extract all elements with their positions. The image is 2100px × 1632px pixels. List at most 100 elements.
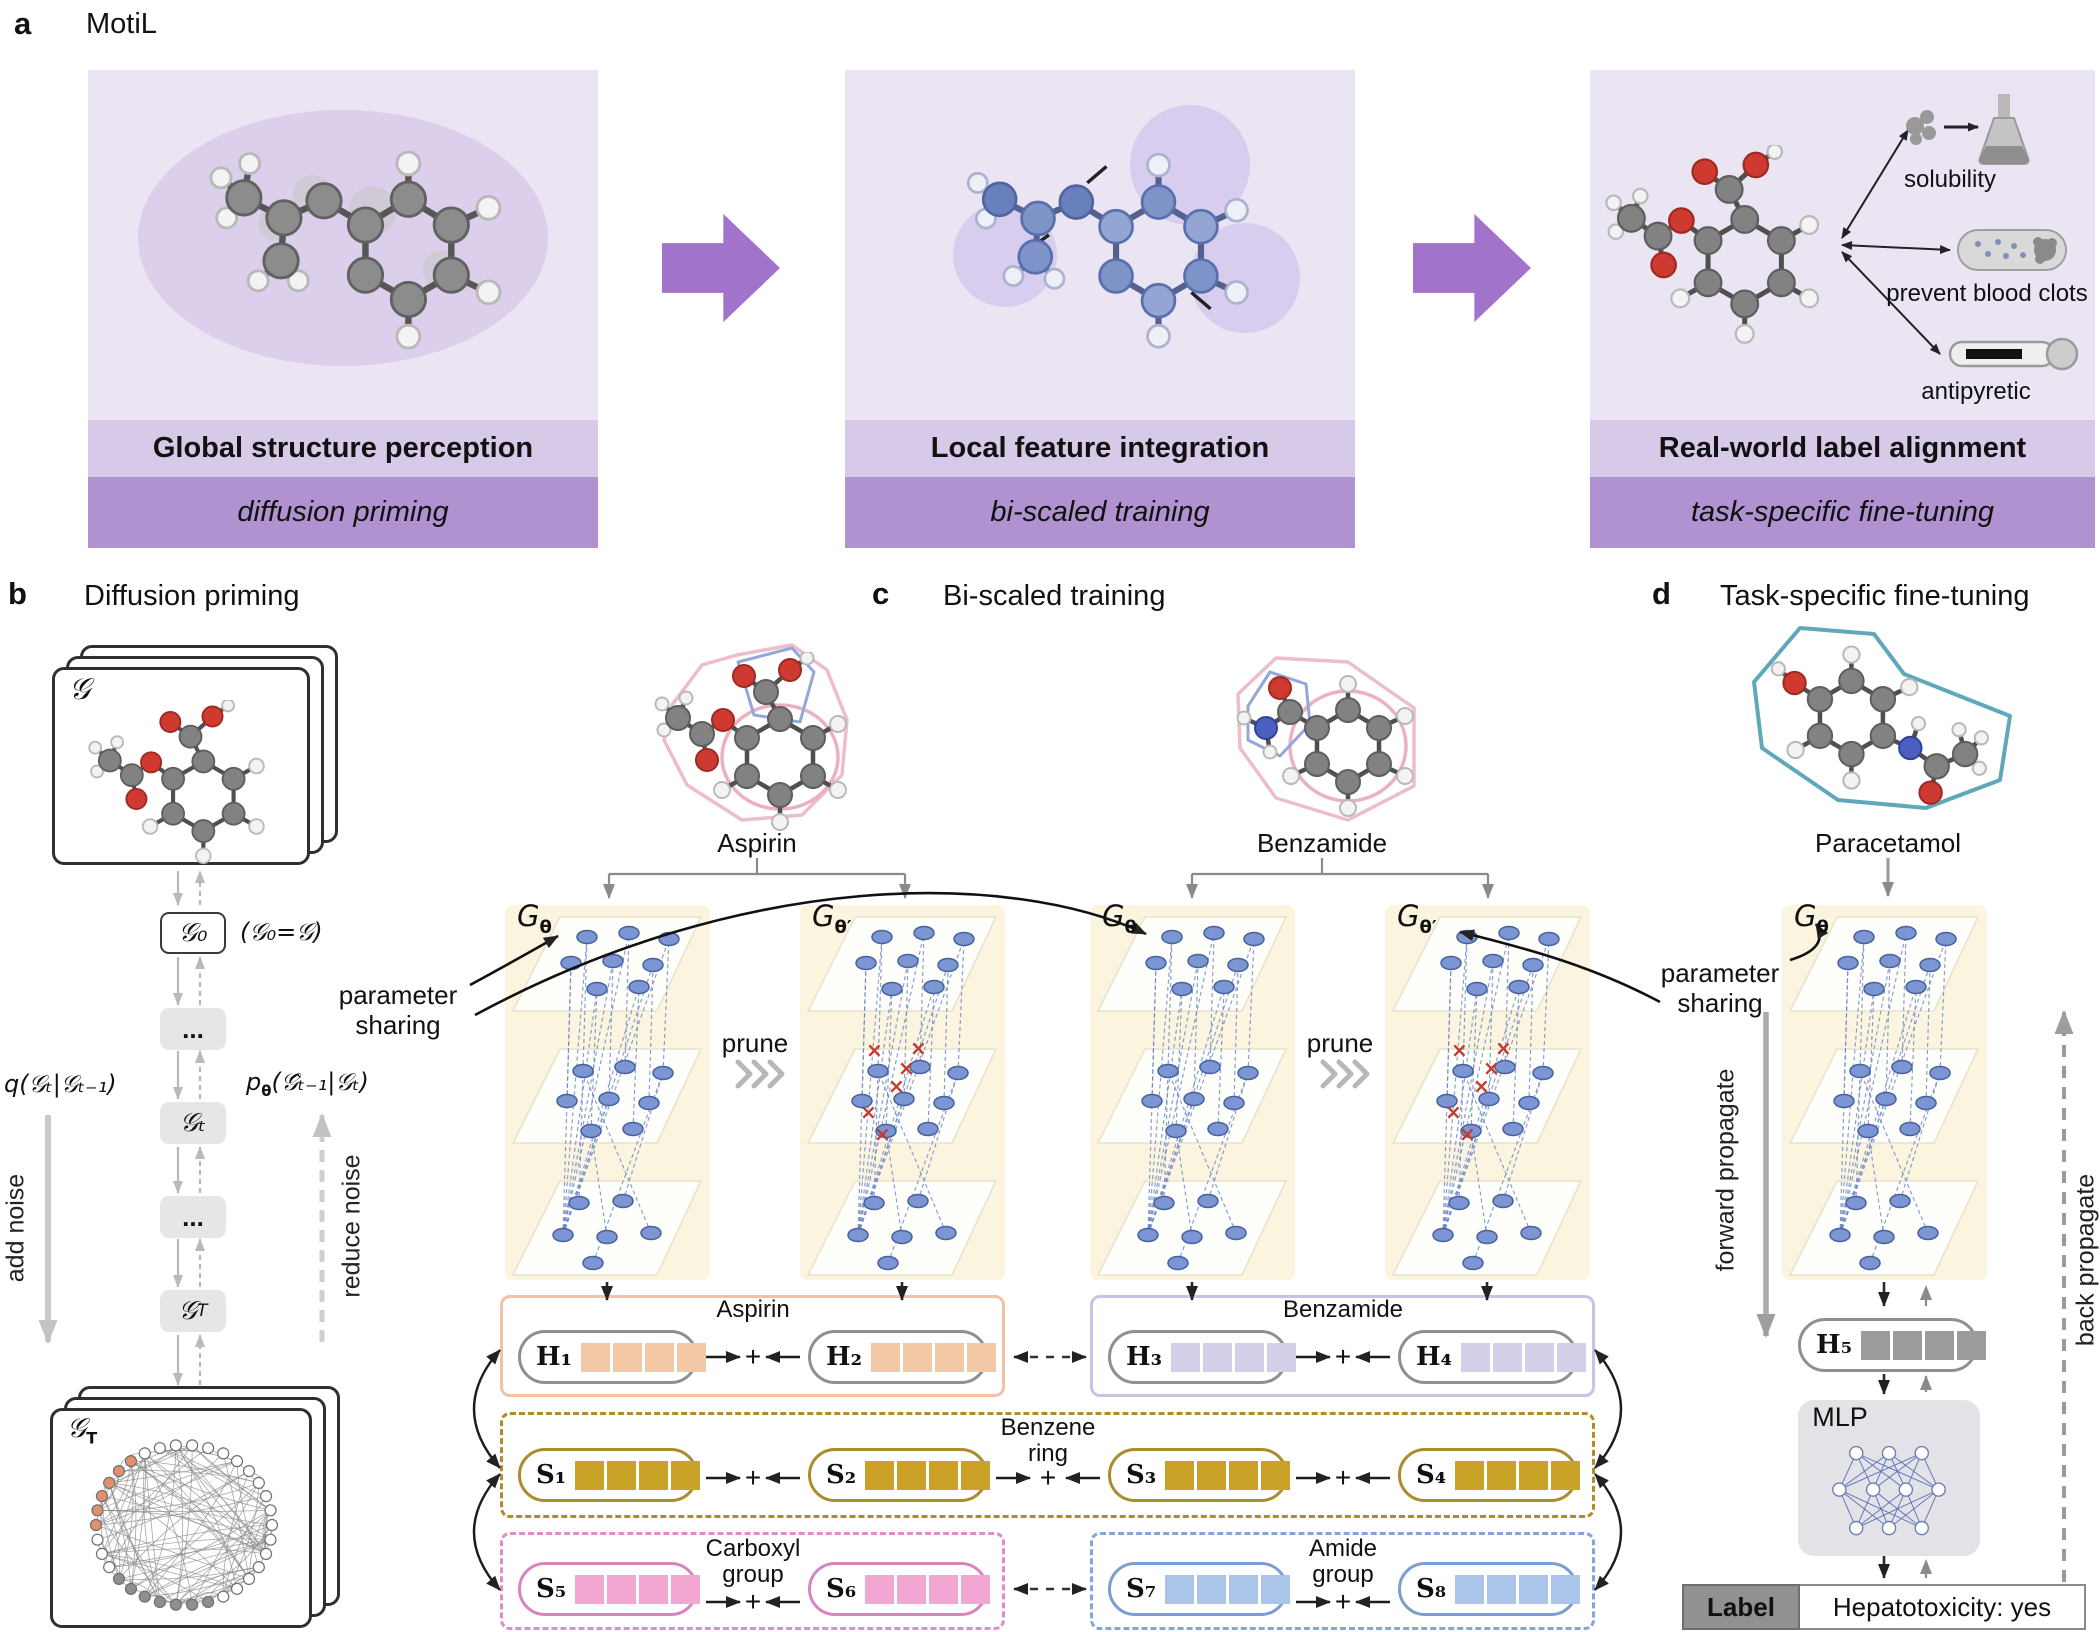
g0-note: (𝒢₀=𝒢) — [240, 918, 323, 946]
mlp-network-graphic — [1832, 1445, 1946, 1536]
network-panel-aspirin-pruned: ×××××× — [800, 905, 1005, 1280]
panel-d-tag: d — [1652, 576, 1671, 611]
sum-plus-s78: + — [1334, 1586, 1352, 1617]
aspirin-bracket — [603, 858, 911, 899]
prediction-value: Hepatotoxicity: yes — [1800, 1584, 2086, 1630]
blue-molecule-graphic — [953, 105, 1300, 420]
back-propagate-label: back propagate — [2071, 1173, 2100, 1347]
s3-vector — [1165, 1460, 1291, 1490]
sum-plus-s56: + — [744, 1586, 762, 1617]
stage3-title: Real-world label alignment — [1590, 420, 2095, 477]
parameter-sharing-left-line1: parameter — [338, 980, 458, 1010]
s5-motif-pill: S₅ — [518, 1562, 701, 1616]
svg-text:×: × — [1495, 1036, 1512, 1060]
benzamide-bracket — [1186, 858, 1494, 899]
s1-motif-pill: S₁ — [518, 1448, 701, 1502]
noisy-graph-cards: 𝒢T — [50, 1386, 342, 1630]
s2-vector — [865, 1460, 991, 1490]
svg-text:×: × — [1451, 1038, 1468, 1062]
reduce-noise-label: reduce noise — [337, 1154, 366, 1298]
antipyretic-label: antipyretic — [1921, 378, 2031, 405]
mlp-label: MLP — [1812, 1402, 1868, 1432]
paracetamol-graphic — [1752, 626, 2012, 810]
blood-clots-label: prevent blood clots — [1886, 280, 2088, 307]
stage2-art — [845, 70, 1355, 420]
benzene-group-label-line2: ring — [1027, 1440, 1069, 1467]
figure-title: MotiL — [86, 8, 157, 40]
gray-molecule-graphic — [138, 110, 548, 366]
aspirin-group-label: Aspirin — [716, 1296, 790, 1323]
network-panel-benzamide-pruned: ×××××× — [1385, 905, 1590, 1280]
mlp-box — [1798, 1400, 1980, 1556]
dots-node-2: ... — [160, 1196, 226, 1238]
gnn-graphic-pruned: ×××××× — [1391, 916, 1583, 1276]
network-label-1: Gθ — [517, 899, 552, 938]
svg-text:×: × — [1445, 1100, 1462, 1124]
benzamide-embedding-group — [1090, 1295, 1595, 1397]
g0-node: 𝒢₀ — [160, 912, 226, 954]
stage-arrow-2 — [1413, 214, 1531, 322]
s8-vector — [1455, 1574, 1581, 1604]
sum-plus-s34: + — [1334, 1462, 1352, 1493]
svg-text:×: × — [888, 1074, 905, 1098]
prune-label-2: prune — [1306, 1028, 1374, 1058]
carboxyl-group — [500, 1532, 1005, 1630]
clean-graph-cards: 𝒢 — [52, 645, 342, 869]
network-panel-aspirin-full — [505, 905, 710, 1280]
h4-vector — [1460, 1342, 1586, 1372]
panel-d-title: Task-specific fine-tuning — [1720, 580, 2030, 612]
aspirin-embedding-group — [500, 1295, 1005, 1397]
amide-group — [1090, 1532, 1595, 1630]
s1-vector — [575, 1460, 701, 1490]
stage1-subtitle: diffusion priming — [88, 477, 598, 548]
panel-a-tag: a — [14, 6, 32, 41]
h4-embedding-pill: H₄ — [1398, 1330, 1586, 1384]
benzamide-group-label: Benzamide — [1282, 1296, 1404, 1323]
carboxyl-group-label-line1: Carboxyl — [705, 1535, 801, 1562]
s8-motif-pill: S₈ — [1398, 1562, 1581, 1616]
s5-vector — [575, 1574, 701, 1604]
h2-vector — [870, 1342, 996, 1372]
stage3-subtitle: task-specific fine-tuning — [1590, 477, 2095, 548]
stage2-subtitle: bi-scaled training — [845, 477, 1355, 548]
network-label-finetune: Gθ — [1794, 899, 1829, 938]
gnn-graphic — [511, 916, 703, 1276]
noisy-graph-front-card: 𝒢T — [50, 1408, 312, 1628]
s7-motif-pill: S₇ — [1108, 1562, 1291, 1616]
benzene-group-label-line1: Benzene — [1000, 1414, 1096, 1441]
noisy-graph-hairball — [89, 1439, 279, 1611]
svg-text:×: × — [1483, 1056, 1500, 1080]
h3-embedding-pill: H₃ — [1108, 1330, 1296, 1384]
card-molecule-graphic — [75, 700, 295, 865]
parameter-sharing-left-line2: sharing — [355, 1010, 441, 1040]
gnn-graphic-pruned: ×××××× — [806, 916, 998, 1276]
solubility-icon — [1906, 94, 2030, 165]
amide-group-label-line2: group — [1312, 1561, 1374, 1588]
benzene-ring-group — [500, 1412, 1595, 1518]
solubility-label: solubility — [1903, 166, 1997, 193]
sum-plus-h34: + — [1334, 1341, 1352, 1372]
thermometer-icon — [1948, 337, 2079, 371]
network-panel-benzamide-full — [1090, 905, 1295, 1280]
stage-global-structure: Global structure perception diffusion pr… — [88, 70, 598, 548]
svg-text:×: × — [898, 1056, 915, 1080]
stage-label-alignment: solubility prevent blood clots antipyret… — [1590, 70, 2095, 548]
network-label-4: Gθ′ — [1397, 899, 1437, 938]
h5-vector — [1860, 1330, 1986, 1360]
network-label-2: Gθ′ — [812, 899, 852, 938]
carboxyl-group-label-line2: group — [722, 1561, 784, 1588]
stage-local-feature: Local feature integration bi-scaled trai… — [845, 70, 1355, 548]
panel-b-title: Diffusion priming — [84, 580, 300, 612]
aspirin-label: Aspirin — [717, 828, 797, 858]
svg-text:×: × — [866, 1038, 883, 1062]
parameter-sharing-right-line2: sharing — [1677, 988, 1763, 1018]
h1-embedding-pill: H₁ — [518, 1330, 706, 1384]
gnn-graphic — [1096, 916, 1288, 1276]
h2-embedding-pill: H₂ — [808, 1330, 996, 1384]
svg-text:×: × — [874, 1122, 891, 1146]
prune-label-1: prune — [721, 1028, 789, 1058]
network-label-3: Gθ — [1102, 899, 1137, 938]
svg-text:×: × — [1473, 1074, 1490, 1098]
label-cell: Label — [1682, 1584, 1800, 1630]
